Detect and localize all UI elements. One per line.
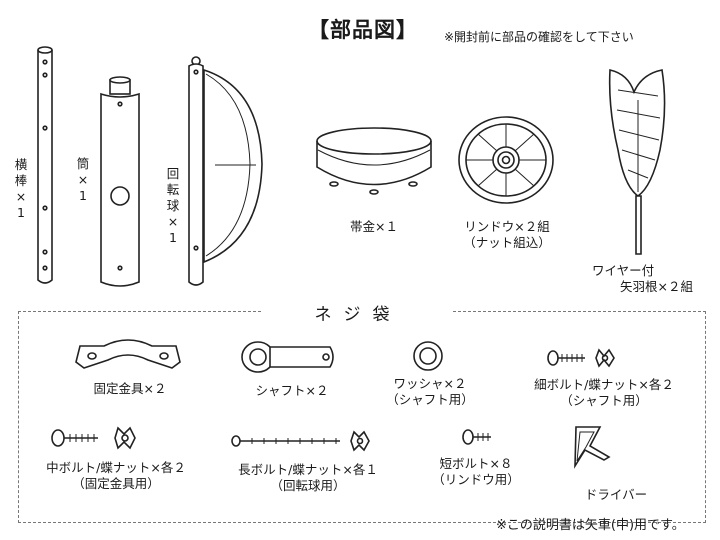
arrow-feather-label: ワイヤー付 [592, 263, 655, 278]
long-bolt-label: 長ボルト/蝶ナット×各１ [238, 462, 378, 477]
washer-sublabel: （シャフト用） [386, 392, 474, 407]
tube-label: 筒× 1 [76, 156, 90, 203]
rindo-illustration [458, 116, 554, 204]
washer-illustration [413, 341, 443, 371]
page-title: 【部品図】 [308, 18, 418, 42]
thin-bolt-sublabel: （シャフト用） [560, 393, 648, 408]
crossbar-label: 横棒 ×1 [14, 157, 28, 220]
short-bolt-sublabel: （リンドウ用） [432, 472, 520, 487]
short-bolt-illustration [462, 429, 491, 445]
long-bolt-illustration [231, 430, 370, 452]
band-label: 帯金×１ [350, 219, 398, 234]
driver-label: ドライバー [584, 487, 648, 502]
arrow-feather-sublabel: 矢羽根×２組 [620, 279, 693, 294]
fixing-bracket-illustration [75, 339, 181, 369]
short-bolt-label: 短ボルト×８ [439, 456, 513, 471]
fixing-bracket-label: 固定金具×２ [93, 381, 167, 396]
mid-bolt-sublabel: （固定金具用） [72, 476, 160, 491]
band-illustration [316, 127, 432, 195]
thin-bolt-label: 細ボルト/蝶ナット×各２ [534, 377, 674, 392]
tube-illustration [100, 76, 140, 287]
long-bolt-sublabel: （回転球用） [270, 478, 346, 493]
shaft-label: シャフト×２ [255, 383, 329, 398]
rindo-sublabel: （ナット組込） [463, 235, 551, 250]
crossbar-illustration [37, 46, 53, 284]
screw-bag-title: ネジ袋 [263, 300, 453, 325]
rotating-ball-illustration [188, 56, 263, 286]
rotating-ball-label: 回転 球× 1 [166, 166, 180, 245]
shaft-illustration [241, 341, 334, 373]
mid-bolt-label: 中ボルト/蝶ナット×各２ [46, 460, 186, 475]
arrow-feather-illustration [608, 69, 666, 255]
rindo-label: リンドウ×２組 [464, 219, 550, 234]
washer-label: ワッシャ×２ [393, 376, 467, 391]
check-note: ※開封前に部品の確認をして下さい [444, 30, 634, 44]
driver-illustration [574, 426, 611, 469]
footer-note: ※この説明書は矢車(中)用です。 [496, 518, 685, 533]
thin-bolt-illustration [547, 348, 615, 368]
mid-bolt-illustration [51, 426, 136, 450]
